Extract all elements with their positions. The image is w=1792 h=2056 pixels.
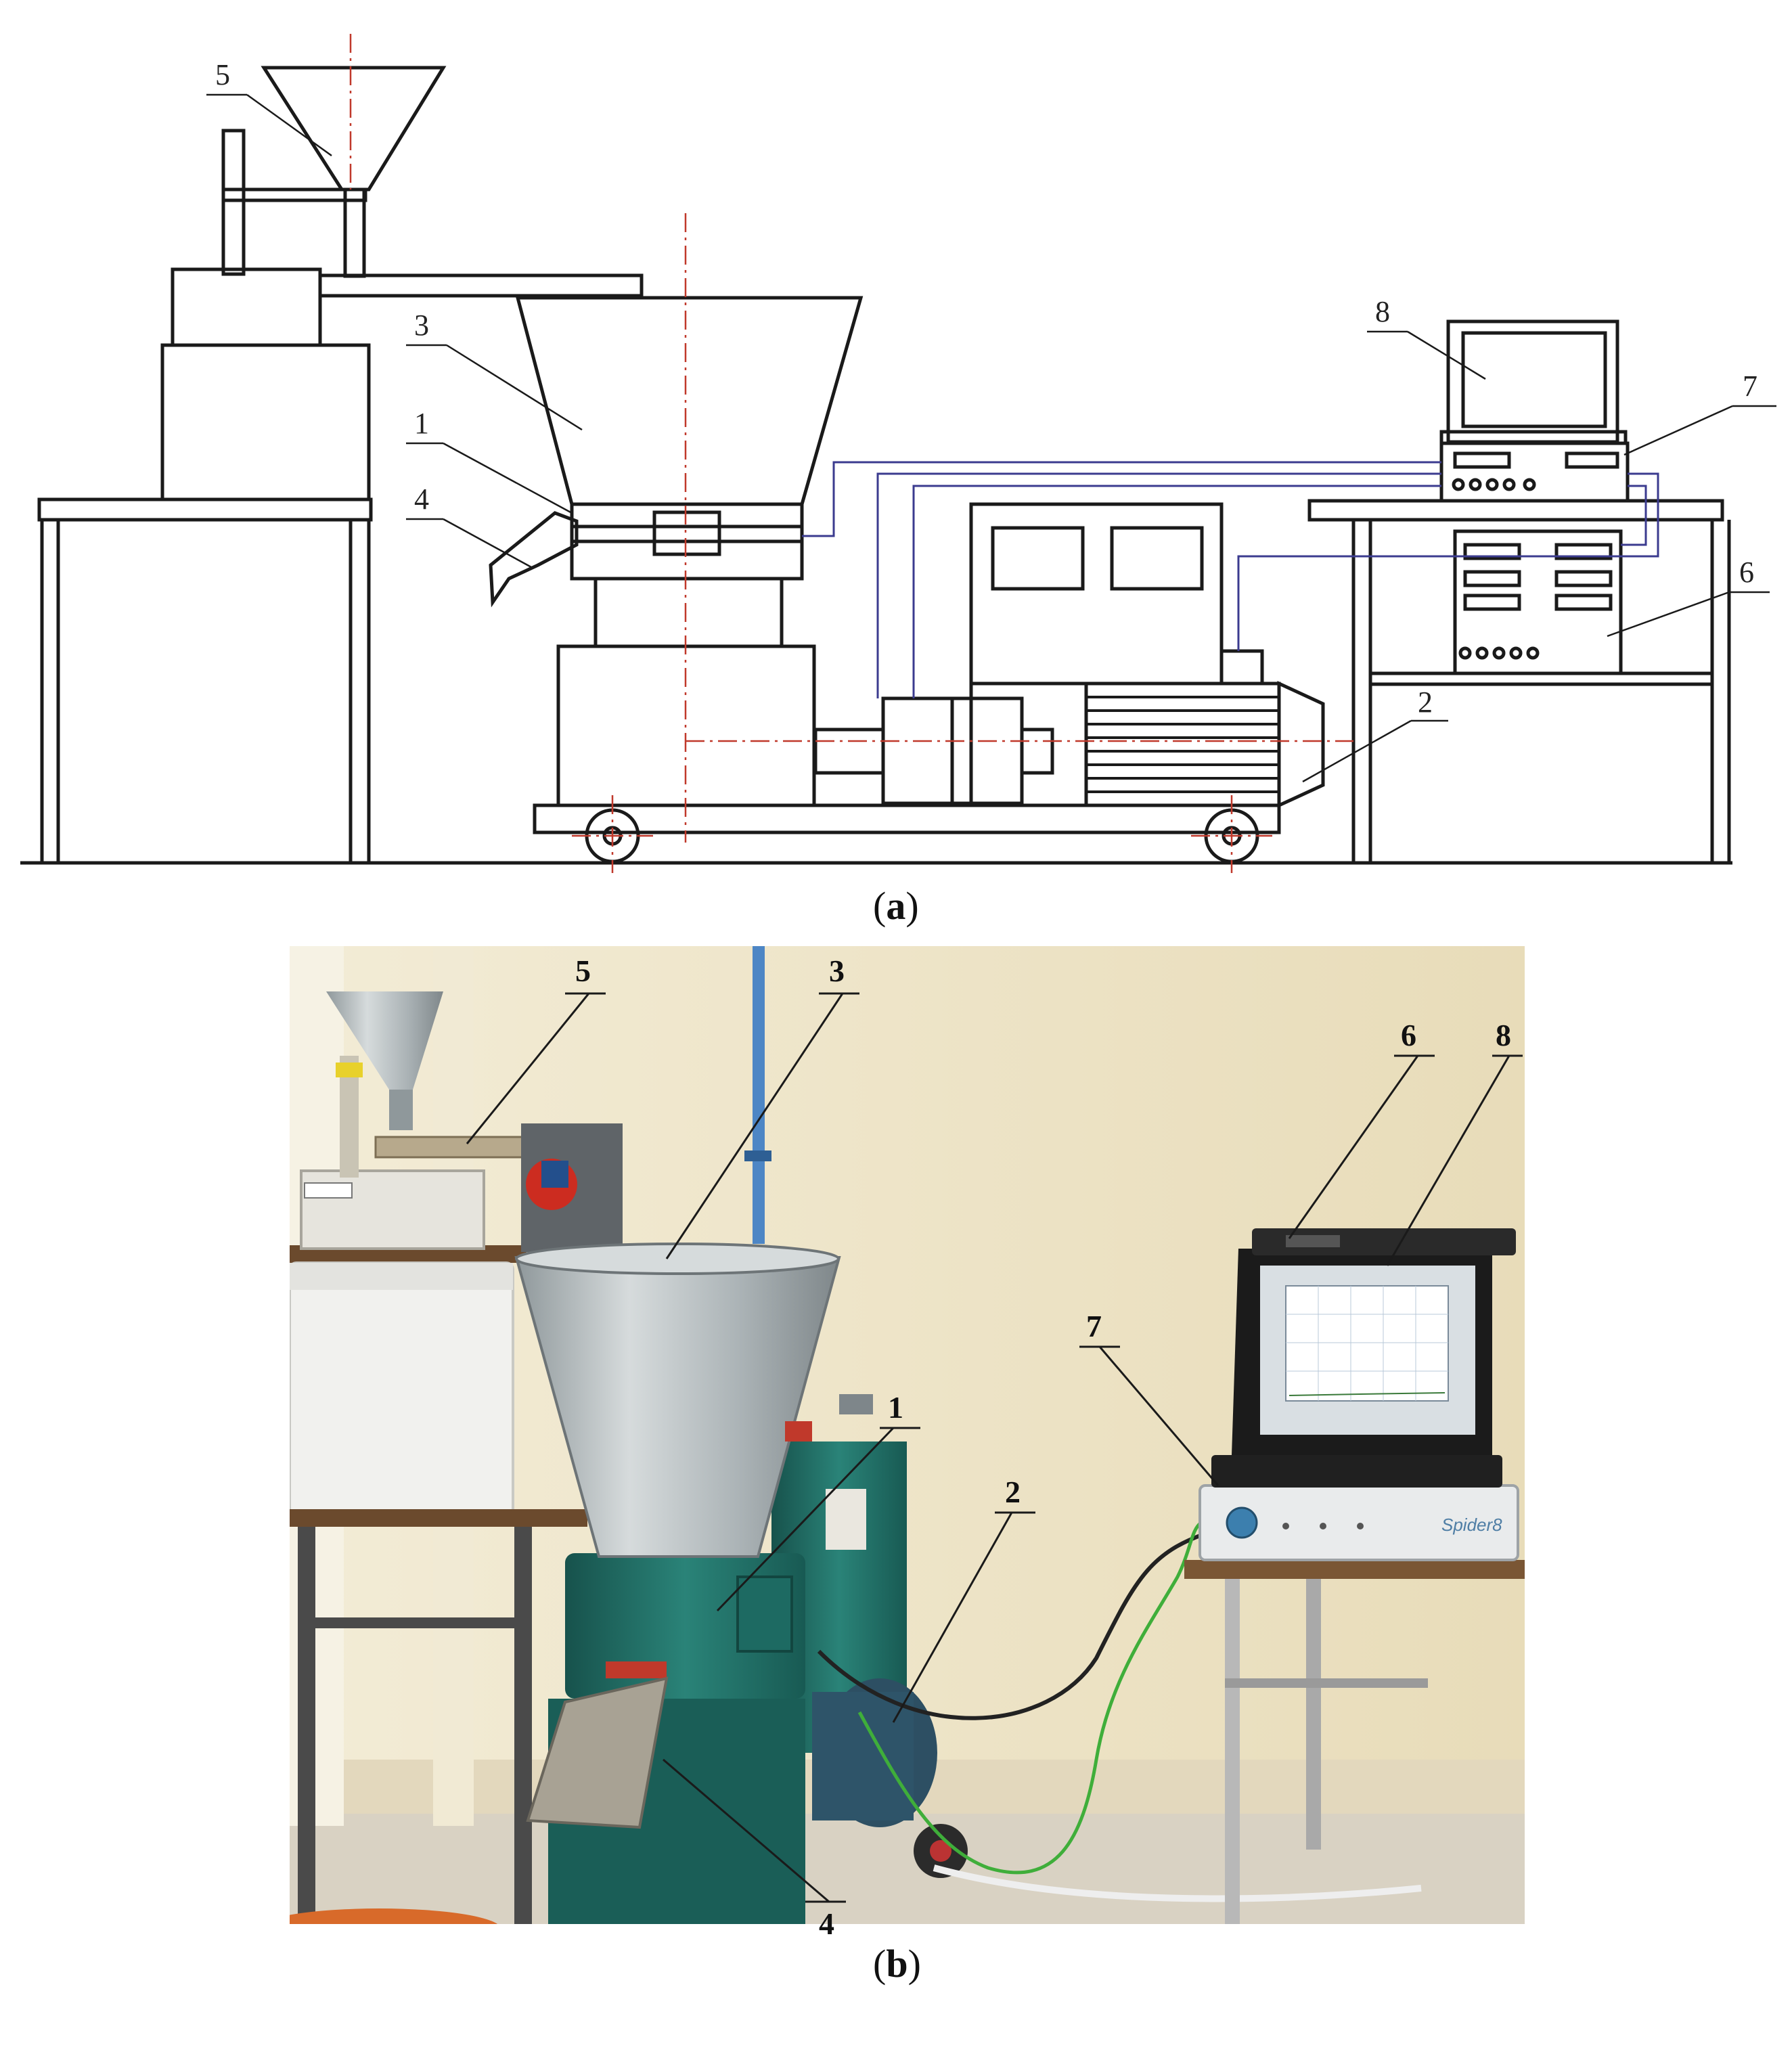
centerlines [349, 34, 1353, 873]
chute-photo [526, 1676, 669, 1829]
label-a-3: 3 [414, 309, 429, 342]
bucket [290, 1261, 514, 1521]
label-b-6: 6 [1401, 1018, 1416, 1052]
caption-b-open: ( [873, 1942, 887, 1986]
motor-fins [1086, 696, 1279, 793]
floor [290, 1814, 1525, 1924]
label-a-7: 7 [1743, 370, 1757, 403]
daq-brand: Spider8 [1441, 1515, 1502, 1535]
caption-a-close: ) [905, 884, 919, 928]
label-b-3: 3 [829, 954, 845, 988]
right-table-top [1184, 1560, 1525, 1579]
sensor-box [652, 510, 721, 556]
pellet-mill [489, 296, 864, 807]
caption-a: (a) [873, 883, 919, 929]
signal-wires [802, 461, 1659, 698]
label-a-2: 2 [1418, 686, 1433, 719]
caption-b: (b) [873, 1941, 921, 1986]
torque-coupling [813, 696, 1054, 805]
label-b-1: 1 [888, 1390, 903, 1425]
label-b-4: 4 [819, 1906, 834, 1941]
feeder-hopper [326, 991, 443, 1090]
laptop-base-photo [1211, 1455, 1502, 1488]
label-a-8: 8 [1375, 295, 1390, 328]
discharge-chute [489, 511, 579, 608]
label-a-6: 6 [1739, 556, 1754, 589]
leaders-b [466, 992, 1523, 1903]
photo-b: Spider8 [290, 946, 1525, 1924]
label-a-5: 5 [215, 58, 230, 91]
daq-device [1439, 441, 1630, 503]
label-b-7: 7 [1086, 1309, 1102, 1343]
label-b-5: 5 [575, 954, 591, 988]
label-a-4: 4 [414, 483, 429, 516]
caption-b-close: ) [908, 1942, 921, 1986]
green-cable [857, 1521, 1203, 1875]
amplifier-unit [1453, 529, 1623, 675]
small-hopper [261, 66, 447, 192]
right-table [1307, 499, 1731, 863]
labels-a: 1 2 3 4 5 6 7 8 [215, 58, 1757, 719]
trolley [533, 803, 1281, 864]
caption-b-letter: b [886, 1942, 908, 1986]
label-b-2: 2 [1005, 1475, 1021, 1509]
leaders-a [206, 93, 1776, 783]
diagram-a [20, 66, 1732, 865]
label-a-1: 1 [414, 407, 429, 440]
labels-b: 1 2 3 4 5 6 7 8 [575, 954, 1511, 1941]
label-b-8: 8 [1496, 1018, 1511, 1052]
caption-a-open: ( [873, 884, 887, 928]
feeder-unit [160, 66, 644, 501]
blue-pipe [753, 946, 765, 1244]
caption-a-letter: a [886, 884, 906, 928]
mill-hopper [515, 296, 864, 506]
left-table [37, 497, 373, 863]
electric-motor [969, 502, 1325, 808]
laptop [1439, 319, 1628, 445]
